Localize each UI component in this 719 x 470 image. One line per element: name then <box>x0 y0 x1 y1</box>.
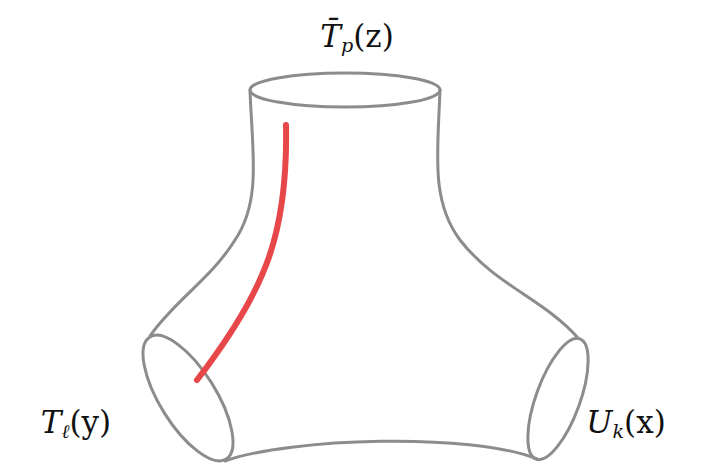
left-outer-edge <box>150 90 253 336</box>
boundary-label: Tℓ(y) <box>41 407 111 438</box>
right-boundary-circle <box>515 331 600 466</box>
left-boundary-circle <box>126 322 250 470</box>
boundary-label: Uk(x) <box>586 407 665 438</box>
boundary-label: T̄p(z) <box>320 21 394 52</box>
red-curve <box>197 125 286 380</box>
bottom-edge <box>225 441 537 461</box>
top-boundary-circle <box>250 73 440 107</box>
right-outer-edge <box>438 90 578 338</box>
